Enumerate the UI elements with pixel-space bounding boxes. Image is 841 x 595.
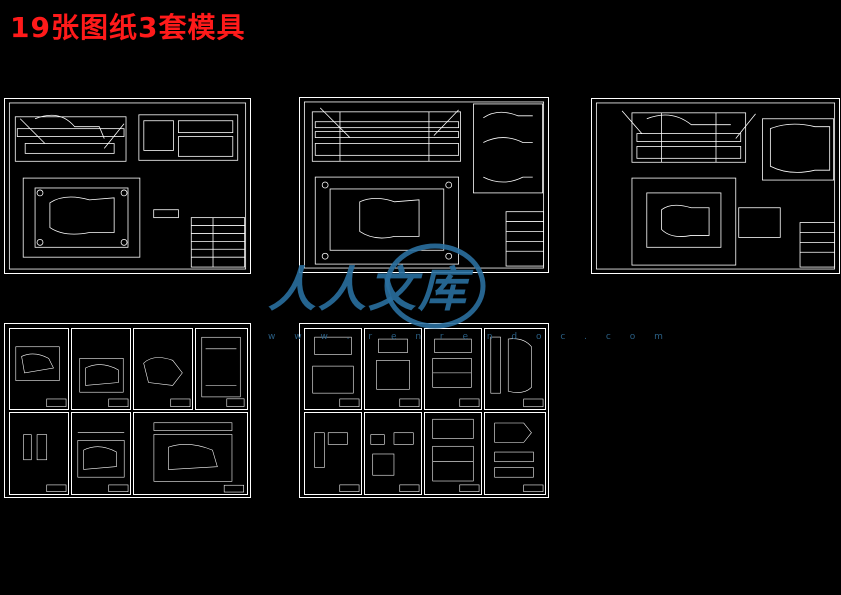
part-drawing-14-figure (432, 418, 480, 492)
part-drawing-5[interactable] (9, 412, 69, 495)
part-drawing-2[interactable] (71, 328, 131, 410)
part-drawing-7[interactable] (133, 412, 248, 495)
part-drawing-15-figure (494, 422, 544, 493)
part-drawing-13-figure (370, 432, 420, 492)
assembly-drawing-2 (303, 101, 545, 269)
assembly-drawing-1 (8, 102, 247, 270)
part-drawing-12-figure (314, 432, 360, 492)
part-drawing-2-figure (79, 358, 129, 407)
part-drawing-3[interactable] (133, 328, 193, 410)
part-drawing-11-figure (490, 336, 544, 408)
part-drawing-15[interactable] (484, 412, 546, 495)
part-drawing-4[interactable] (195, 328, 248, 410)
parts-sheet-group-2[interactable] (299, 323, 549, 498)
drawing-sheet-2[interactable] (299, 97, 549, 273)
drawing-sheet-3[interactable] (591, 98, 840, 274)
watermark-text: 人人文库 (268, 262, 469, 318)
part-drawing-5-figure (23, 434, 67, 492)
page-title: 19张图纸3套模具 (10, 11, 246, 44)
part-drawing-7-figure (153, 422, 244, 493)
part-drawing-4-figure (201, 336, 245, 407)
assembly-drawing-3 (595, 102, 836, 270)
part-drawing-12[interactable] (304, 412, 362, 495)
part-drawing-1[interactable] (9, 328, 69, 410)
part-drawing-6-figure (77, 432, 129, 492)
drawing-sheet-1[interactable] (4, 98, 251, 274)
part-drawing-10[interactable] (424, 328, 482, 410)
part-drawing-6[interactable] (71, 412, 131, 495)
part-drawing-3-figure (143, 357, 191, 407)
part-drawing-8-figure (312, 336, 360, 407)
part-drawing-9[interactable] (364, 328, 422, 410)
part-drawing-8[interactable] (304, 328, 362, 410)
watermark-url: w w w . r e n r e n d o c . c o m (268, 332, 671, 342)
parts-sheet-group-1[interactable] (4, 323, 251, 498)
part-drawing-1-figure (15, 346, 67, 407)
part-drawing-11[interactable] (484, 328, 546, 410)
part-drawing-13[interactable] (364, 412, 422, 495)
part-drawing-10-figure (432, 338, 480, 407)
part-drawing-14[interactable] (424, 412, 482, 495)
part-drawing-9-figure (376, 338, 420, 407)
